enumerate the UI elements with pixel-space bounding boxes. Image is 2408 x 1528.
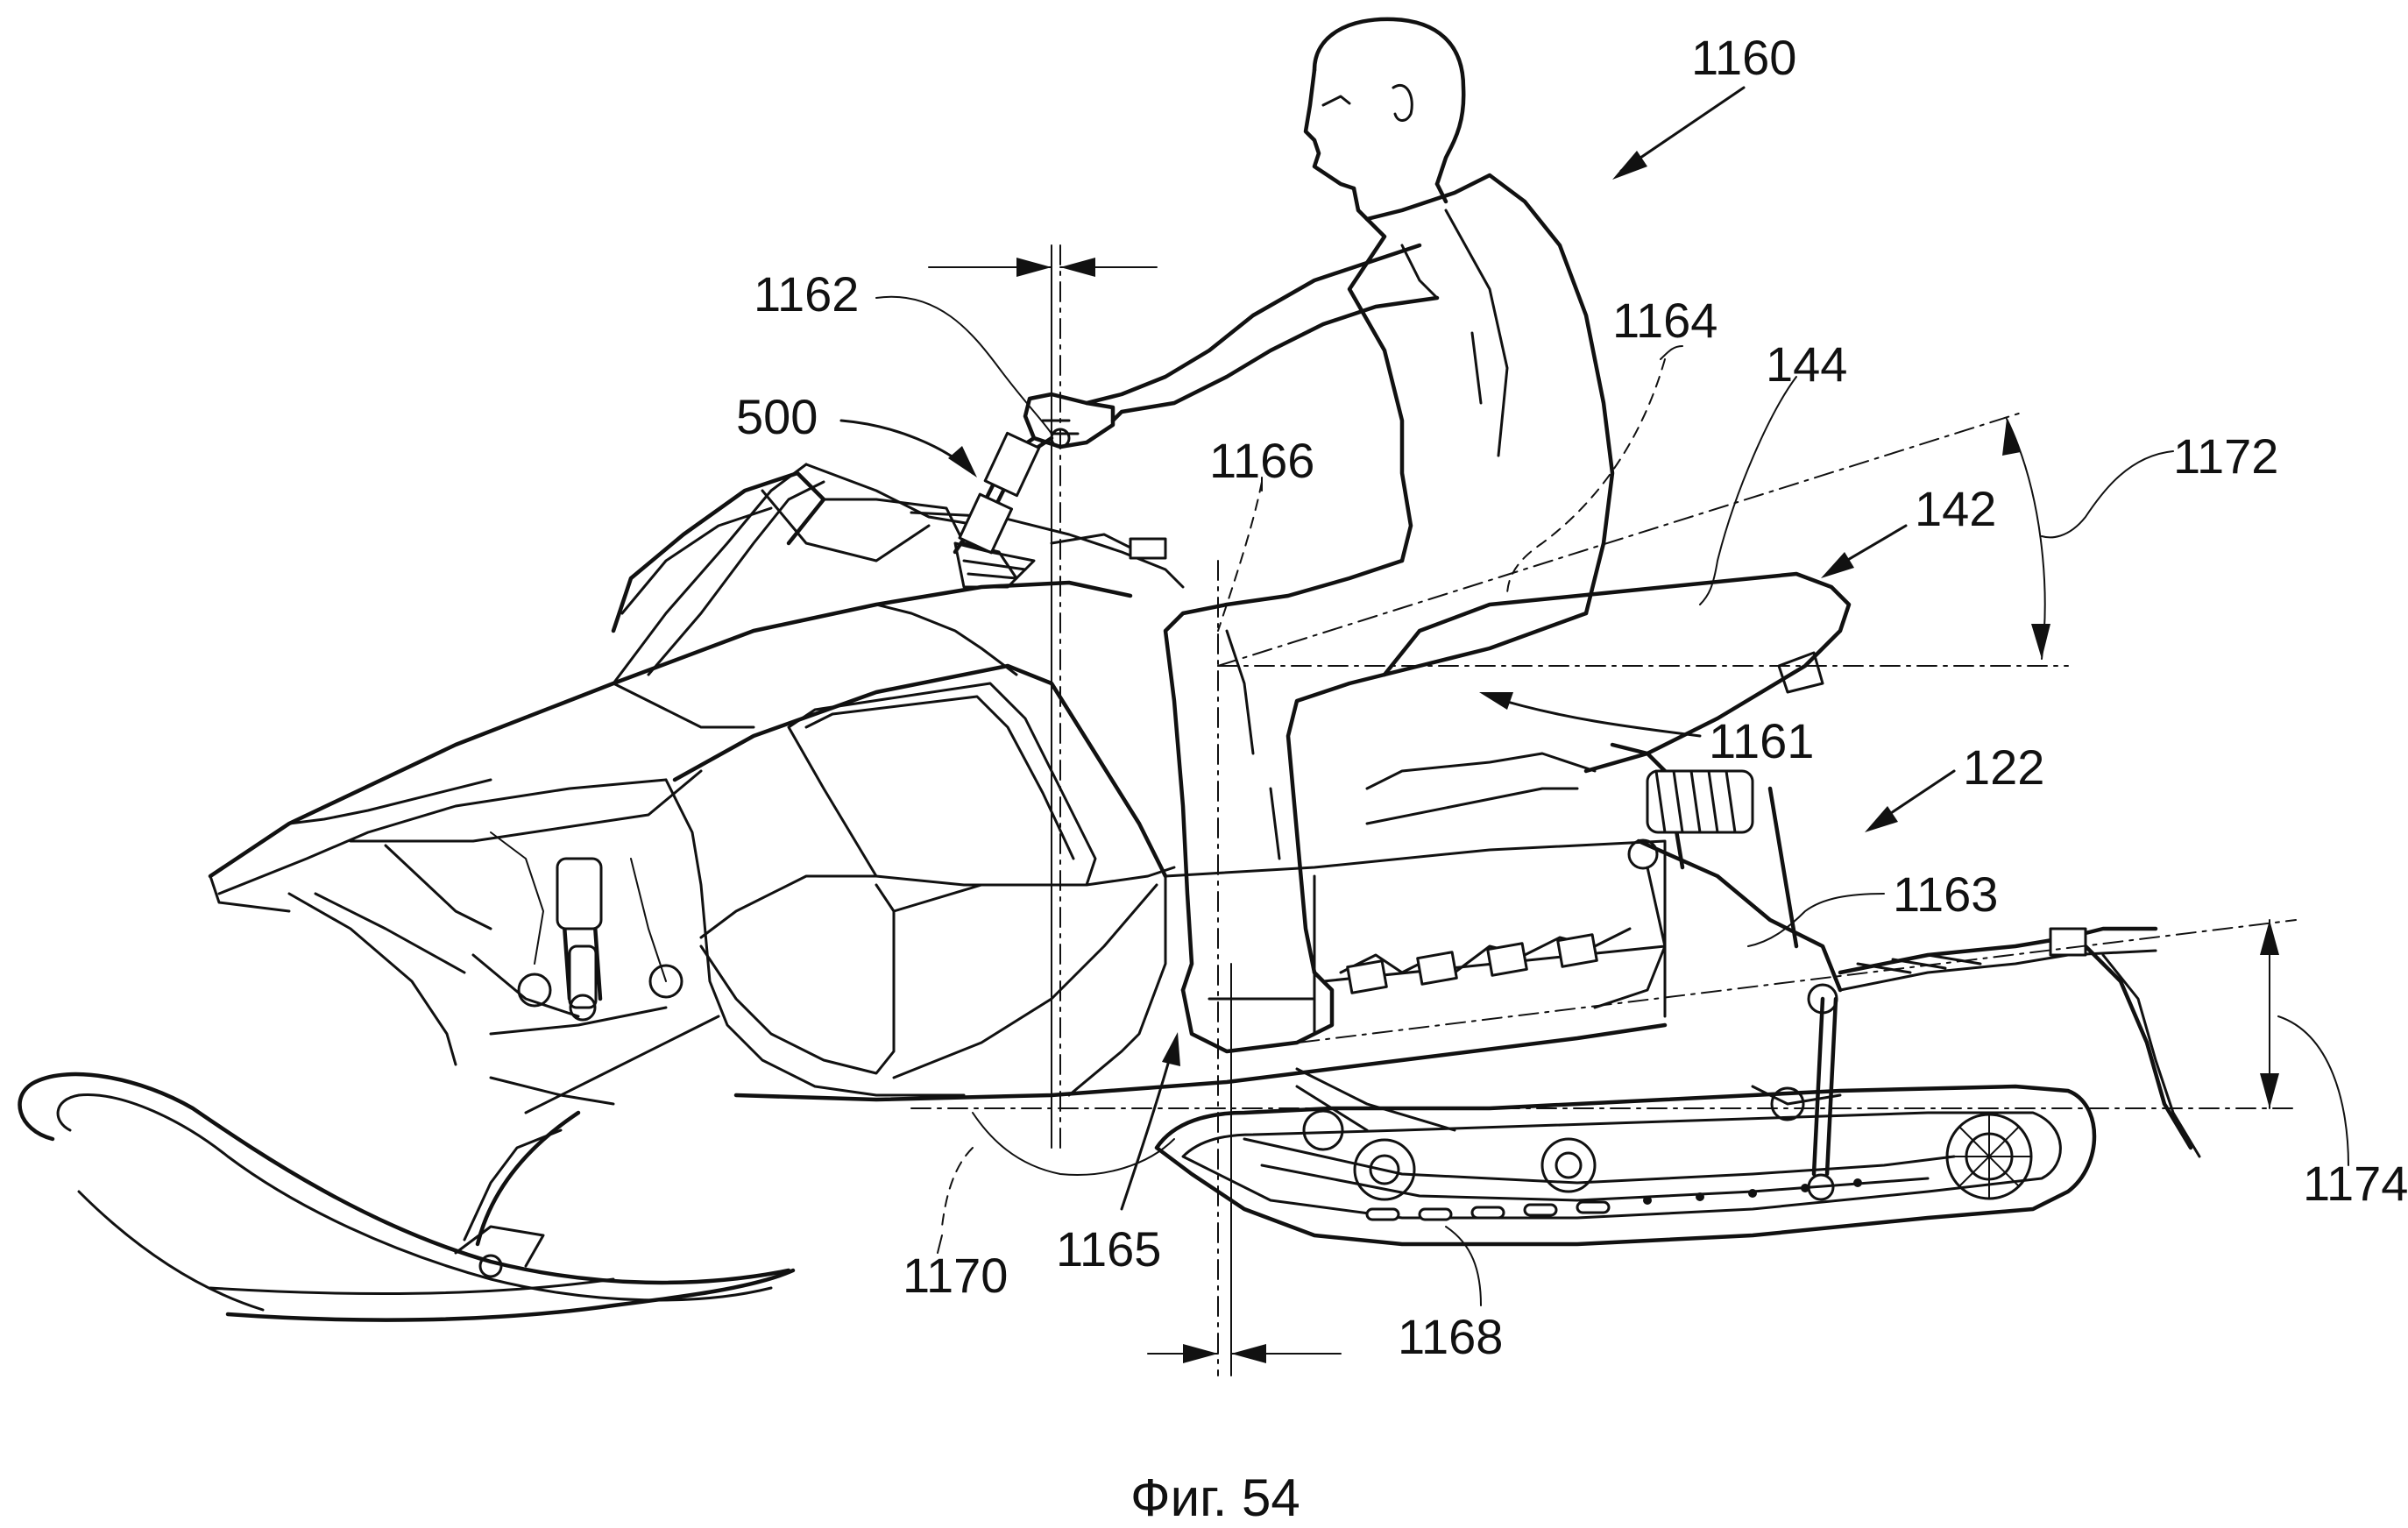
ref-1166: 1166 bbox=[1209, 433, 1314, 488]
rear-bumper-flap bbox=[1838, 926, 2201, 1158]
windshield-console bbox=[611, 470, 1185, 633]
side-panel bbox=[664, 603, 1176, 1097]
rider bbox=[1023, 17, 1615, 1054]
hood bbox=[208, 463, 1133, 1066]
front-ski bbox=[18, 1072, 796, 1322]
ref-1162: 1162 bbox=[754, 266, 859, 322]
ref-1164: 1164 bbox=[1612, 293, 1717, 348]
figure-caption: Фиг. 54 bbox=[1130, 1468, 1300, 1527]
ref-1165: 1165 bbox=[1056, 1221, 1161, 1277]
ref-1170: 1170 bbox=[903, 1248, 1008, 1303]
ref-144: 144 bbox=[1766, 336, 1847, 392]
leader-lines bbox=[839, 86, 2349, 1306]
track bbox=[1154, 1067, 2097, 1247]
ref-1161: 1161 bbox=[1709, 713, 1814, 768]
ref-1163: 1163 bbox=[1893, 867, 1998, 922]
rear-shock bbox=[1610, 742, 1843, 1201]
handlebar-steering bbox=[953, 428, 1071, 589]
ref-1174: 1174 bbox=[2303, 1156, 2408, 1211]
ref-500: 500 bbox=[736, 389, 818, 444]
ref-1172: 1172 bbox=[2173, 428, 2278, 484]
reference-labels: 1160 1162 1164 144 500 1166 1172 142 116… bbox=[736, 30, 2408, 1364]
tunnel-chassis bbox=[733, 839, 1668, 1102]
front-suspension bbox=[471, 831, 720, 1114]
seat bbox=[1365, 571, 1852, 825]
ref-1168: 1168 bbox=[1398, 1309, 1503, 1364]
ref-1160: 1160 bbox=[1691, 30, 1796, 85]
construction-lines bbox=[910, 244, 2297, 1376]
ref-142: 142 bbox=[1915, 481, 1996, 536]
ref-122: 122 bbox=[1963, 739, 2044, 795]
